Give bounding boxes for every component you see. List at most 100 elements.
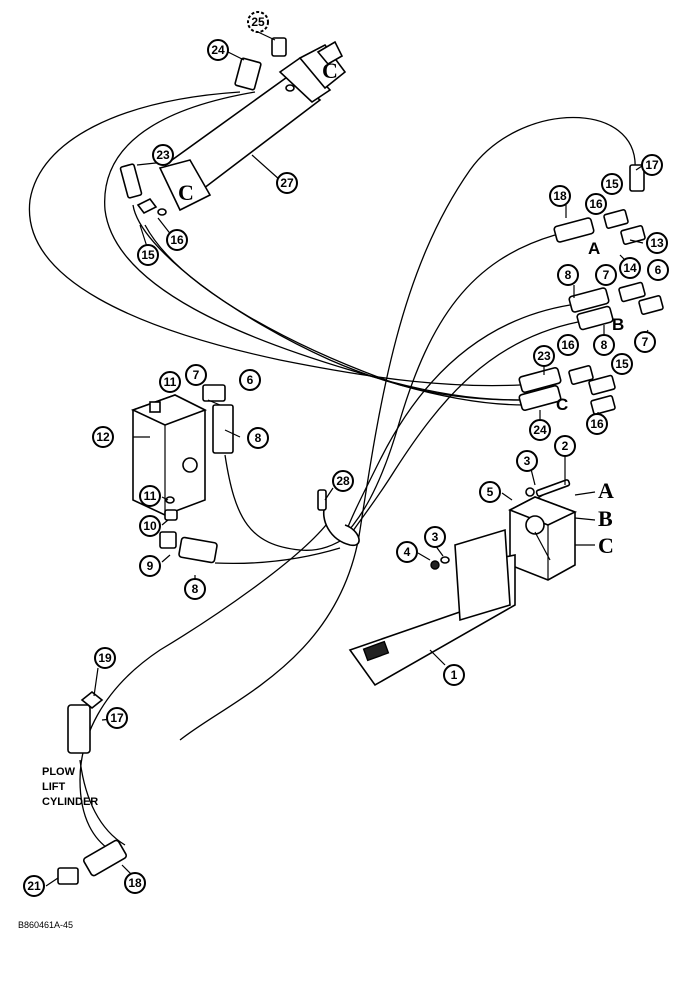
- control-valve-and-bracket: [348, 484, 578, 687]
- svg-text:13: 13: [650, 236, 664, 250]
- callout-9: 9: [139, 555, 161, 577]
- callout-11: 11: [159, 371, 181, 393]
- callout-18: 18: [549, 185, 571, 207]
- callout-24: 24: [207, 39, 229, 61]
- svg-text:15: 15: [141, 248, 155, 262]
- svg-text:18: 18: [128, 876, 142, 890]
- callout-24: 24: [529, 419, 551, 441]
- svg-text:11: 11: [144, 489, 157, 503]
- svg-text:25: 25: [251, 15, 265, 29]
- svg-text:17: 17: [110, 711, 124, 725]
- callout-6: 6: [647, 259, 669, 281]
- port-letter-a: A: [588, 239, 600, 258]
- svg-text:16: 16: [590, 417, 604, 431]
- port-letter-c: C: [556, 395, 568, 414]
- svg-text:8: 8: [565, 268, 572, 282]
- callout-4: 4: [396, 541, 418, 563]
- svg-text:15: 15: [605, 177, 619, 191]
- callout-18: 18: [124, 872, 146, 894]
- svg-text:8: 8: [255, 431, 262, 445]
- callout-17: 17: [641, 154, 663, 176]
- callout-12: 12: [92, 426, 114, 448]
- callout-19: 19: [94, 647, 116, 669]
- right-fittings: [159, 164, 664, 564]
- callout-10: 10: [139, 515, 161, 537]
- svg-text:7: 7: [603, 268, 610, 282]
- callout-15: 15: [137, 244, 159, 266]
- svg-text:24: 24: [533, 423, 547, 437]
- callout-14: 14: [619, 257, 641, 279]
- callout-3: 3: [424, 526, 446, 548]
- svg-text:16: 16: [170, 233, 184, 247]
- callout-13: 13: [646, 232, 668, 254]
- callout-8: 8: [184, 578, 206, 600]
- svg-text:27: 27: [280, 176, 294, 190]
- label-line-lift: LIFT: [42, 781, 65, 793]
- svg-text:12: 12: [96, 430, 110, 444]
- small-hardware: [164, 479, 571, 570]
- valve-block: [130, 394, 207, 516]
- svg-text:17: 17: [645, 158, 659, 172]
- callout-15: 15: [611, 353, 633, 375]
- upper-fittings: [119, 37, 287, 216]
- svg-text:7: 7: [642, 335, 649, 349]
- bottom-fittings: [57, 690, 128, 885]
- callout-17: 17: [106, 707, 128, 729]
- svg-text:7: 7: [193, 368, 200, 382]
- svg-text:23: 23: [537, 349, 551, 363]
- callout-8: 8: [557, 264, 579, 286]
- label-line-plow: PLOW: [42, 766, 76, 778]
- callout-7: 7: [185, 364, 207, 386]
- svg-text:10: 10: [143, 519, 157, 533]
- label-line-cylinder: CYLINDER: [42, 796, 98, 808]
- control-letters: A B C: [598, 478, 614, 558]
- svg-text:16: 16: [589, 197, 603, 211]
- svg-text:C: C: [178, 180, 194, 205]
- svg-text:6: 6: [655, 263, 662, 277]
- svg-text:21: 21: [27, 879, 41, 893]
- callout-3: 3: [516, 450, 538, 472]
- callout-27: 27: [276, 172, 298, 194]
- svg-text:19: 19: [98, 651, 112, 665]
- callout-16: 16: [166, 229, 188, 251]
- svg-text:8: 8: [192, 582, 199, 596]
- callout-23: 23: [533, 345, 555, 367]
- callout-16: 16: [586, 413, 608, 435]
- svg-text:5: 5: [487, 485, 494, 499]
- svg-text:16: 16: [561, 338, 575, 352]
- callout-8: 8: [593, 334, 615, 356]
- svg-text:8: 8: [601, 338, 608, 352]
- callout-8: 8: [247, 427, 269, 449]
- callout-16: 16: [557, 334, 579, 356]
- svg-text:3: 3: [524, 454, 531, 468]
- svg-text:9: 9: [147, 559, 154, 573]
- svg-text:C: C: [322, 58, 338, 83]
- callout-5: 5: [479, 481, 501, 503]
- port-letter-b: B: [612, 315, 624, 334]
- svg-text:14: 14: [623, 261, 637, 275]
- svg-text:2: 2: [562, 439, 569, 453]
- callout-2: 2: [554, 435, 576, 457]
- drawing-code: B860461A-45: [18, 920, 73, 930]
- callout-1: 1: [443, 664, 465, 686]
- callout-6: 6: [239, 369, 261, 391]
- hose-clamp: [317, 489, 360, 547]
- callout-7: 7: [595, 264, 617, 286]
- svg-text:4: 4: [404, 545, 411, 559]
- control-letter-a: A: [598, 478, 614, 503]
- control-letter-c: C: [598, 533, 614, 558]
- callout-21: 21: [23, 875, 45, 897]
- callout-23: 23: [152, 144, 174, 166]
- lift-cylinder: C C: [158, 40, 347, 212]
- callout-16: 16: [585, 193, 607, 215]
- control-letter-b: B: [598, 506, 613, 531]
- svg-text:1: 1: [451, 668, 458, 682]
- svg-text:6: 6: [247, 373, 254, 387]
- plow-lift-cylinder-label: PLOW LIFT CYLINDER: [42, 766, 98, 808]
- svg-text:3: 3: [432, 530, 439, 544]
- callout-11: 11: [139, 485, 161, 507]
- svg-text:18: 18: [553, 189, 567, 203]
- svg-text:28: 28: [336, 474, 350, 488]
- callout-28: 28: [332, 470, 354, 492]
